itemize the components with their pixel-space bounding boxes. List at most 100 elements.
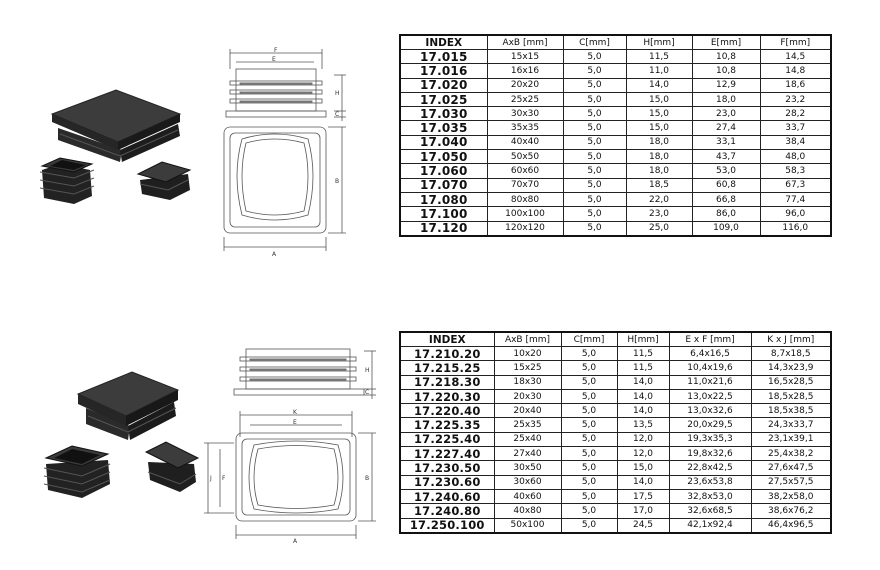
table-cell: 23,0 (691, 106, 761, 122)
table-cell: 5,0 (562, 77, 627, 93)
table-cell: 10x20 (493, 345, 562, 362)
rect-caps-table: INDEX AxB [mm] C[mm] H[mm] E x F [mm] K … (399, 331, 832, 534)
index-cell: 17.218.30 (399, 374, 495, 390)
table-cell: 18,6 (759, 77, 832, 93)
index-cell: 17.220.30 (399, 388, 495, 405)
table-cell: 5,0 (560, 360, 618, 376)
table-cell: 25x25 (486, 91, 564, 108)
table-cell: 27x40 (493, 446, 562, 462)
table-cell: 17,0 (616, 503, 670, 519)
col-header-index: INDEX (399, 34, 488, 50)
large-rect-cap-image (76, 371, 180, 440)
table-cell: 14,0 (616, 374, 670, 390)
dim-label-h: H (365, 367, 370, 374)
table-cell: 86,0 (691, 206, 761, 222)
table-cell: 60x60 (486, 163, 564, 179)
small-rect-cap-image (43, 445, 111, 498)
table-header-row: INDEX AxB [mm] C[mm] H[mm] E x F [mm] K … (399, 331, 832, 347)
table-cell: 77,4 (759, 191, 832, 208)
table-cell: 5,0 (562, 191, 627, 208)
col-header-index: INDEX (399, 331, 495, 347)
table-cell: 5,0 (560, 517, 618, 534)
table-cell: 10,4x19,6 (668, 360, 752, 376)
table-cell: 27,6x47,5 (750, 460, 832, 476)
table-cell: 25x35 (493, 417, 562, 433)
table-cell: 17,5 (616, 488, 670, 505)
table-cell: 24,3x33,7 (750, 417, 832, 433)
table-cell: 16x16 (486, 63, 564, 79)
table-cell: 5,0 (560, 503, 618, 519)
col-header-exf: E x F [mm] (668, 331, 752, 347)
index-cell: 17.230.60 (399, 474, 495, 490)
table-cell: 14,3x23,9 (750, 360, 832, 376)
table-cell: 5,0 (562, 163, 627, 179)
table-cell: 15,0 (625, 120, 693, 136)
table-cell: 18,5 (625, 177, 693, 193)
table-cell: 11,0 (625, 63, 693, 79)
dim-label-h: H (335, 90, 340, 97)
col-header-axb: AxB [mm] (493, 331, 562, 347)
table-cell: 5,0 (560, 403, 618, 419)
table-cell: 5,0 (562, 177, 627, 193)
table-cell: 18,5x38,5 (750, 403, 832, 419)
table-cell: 18x30 (493, 374, 562, 390)
table-cell: 5,0 (562, 149, 627, 165)
index-cell: 17.035 (399, 120, 488, 136)
table-cell: 38,6x76,2 (750, 503, 832, 519)
table-cell: 23,1x39,1 (750, 431, 832, 448)
table-cell: 20,0x29,5 (668, 417, 752, 433)
dim-label-e: E (272, 56, 276, 63)
table-cell: 20x30 (493, 388, 562, 405)
dim-label-b: B (365, 475, 369, 482)
table-cell: 27,4 (691, 120, 761, 136)
table-cell: 15x15 (486, 48, 564, 65)
dim-label-f: F (222, 475, 226, 482)
table-cell: 19,8x32,6 (668, 446, 752, 462)
table-cell: 13,0x32,6 (668, 403, 752, 419)
index-cell: 17.227.40 (399, 446, 495, 462)
index-cell: 17.240.60 (399, 488, 495, 505)
table-cell: 5,0 (562, 106, 627, 122)
table-cell: 50x100 (493, 517, 562, 534)
table-cell: 23,2 (759, 91, 832, 108)
table-cell: 50x50 (486, 149, 564, 165)
table-cell: 15,0 (625, 91, 693, 108)
table-cell: 58,3 (759, 163, 832, 179)
table-cell: 10,8 (691, 48, 761, 65)
index-cell: 17.250.100 (399, 517, 495, 534)
table-cell: 5,0 (562, 120, 627, 136)
table-cell: 11,5 (616, 345, 670, 362)
table-header-row: INDEX AxB [mm] C[mm] H[mm] E[mm] F[mm] (399, 34, 832, 50)
table-cell: 22,8x42,5 (668, 460, 752, 476)
index-cell: 17.215.25 (399, 360, 495, 376)
table-cell: 12,0 (616, 446, 670, 462)
dim-label-k: K (293, 409, 298, 416)
table-cell: 30x60 (493, 474, 562, 490)
col-header-axb: AxB [mm] (486, 34, 564, 50)
table-cell: 5,0 (560, 374, 618, 390)
table-cell: 11,0x21,6 (668, 374, 752, 390)
table-cell: 8,7x18,5 (750, 345, 832, 362)
table-cell: 5,0 (560, 345, 618, 362)
table-cell: 67,3 (759, 177, 832, 193)
table-cell: 5,0 (562, 63, 627, 79)
table-cell: 23,6x53,8 (668, 474, 752, 490)
table-cell: 40x60 (493, 488, 562, 505)
table-cell: 120x120 (486, 220, 564, 237)
col-header-kxj: K x J [mm] (750, 331, 832, 347)
square-caps-table: INDEX AxB [mm] C[mm] H[mm] E[mm] F[mm] 1… (399, 34, 832, 237)
